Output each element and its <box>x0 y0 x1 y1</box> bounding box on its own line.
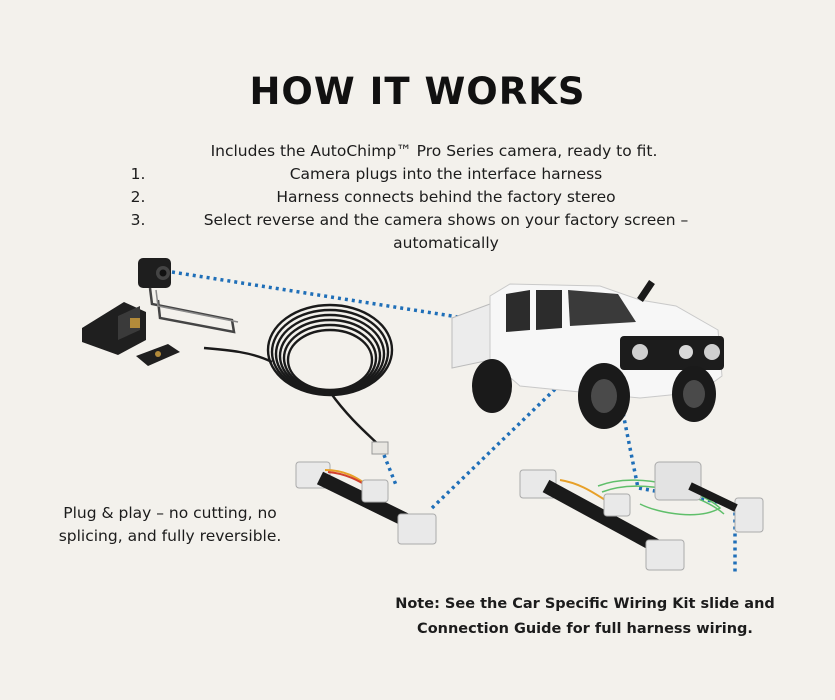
page-title: HOW IT WORKS <box>249 70 586 113</box>
plug-and-play-note: Plug & play – no cutting, no splicing, a… <box>58 504 282 545</box>
step-number: 1. <box>130 165 146 183</box>
dotted-line-camera-to-truck <box>171 270 491 324</box>
interface-harness-icon <box>295 461 437 545</box>
vehicle-harness-icon <box>519 461 764 571</box>
step-text: Select reverse and the camera shows on y… <box>203 211 689 252</box>
camera-icon <box>138 258 239 334</box>
truck-icon <box>451 280 724 429</box>
intro-text: Includes the AutoChimp™ Pro Series camer… <box>210 142 658 160</box>
step-number: 3. <box>130 211 146 229</box>
mount-bracket-icon <box>82 302 180 366</box>
dotted-line-cable-to-harness <box>382 454 398 486</box>
step-number: 2. <box>130 188 146 206</box>
step-text: Harness connects behind the factory ster… <box>276 188 616 206</box>
coiled-cable-icon <box>203 303 394 455</box>
wiring-kit-note: Note: See the Car Specific Wiring Kit sl… <box>395 596 775 637</box>
step-text: Camera plugs into the interface harness <box>289 165 603 183</box>
